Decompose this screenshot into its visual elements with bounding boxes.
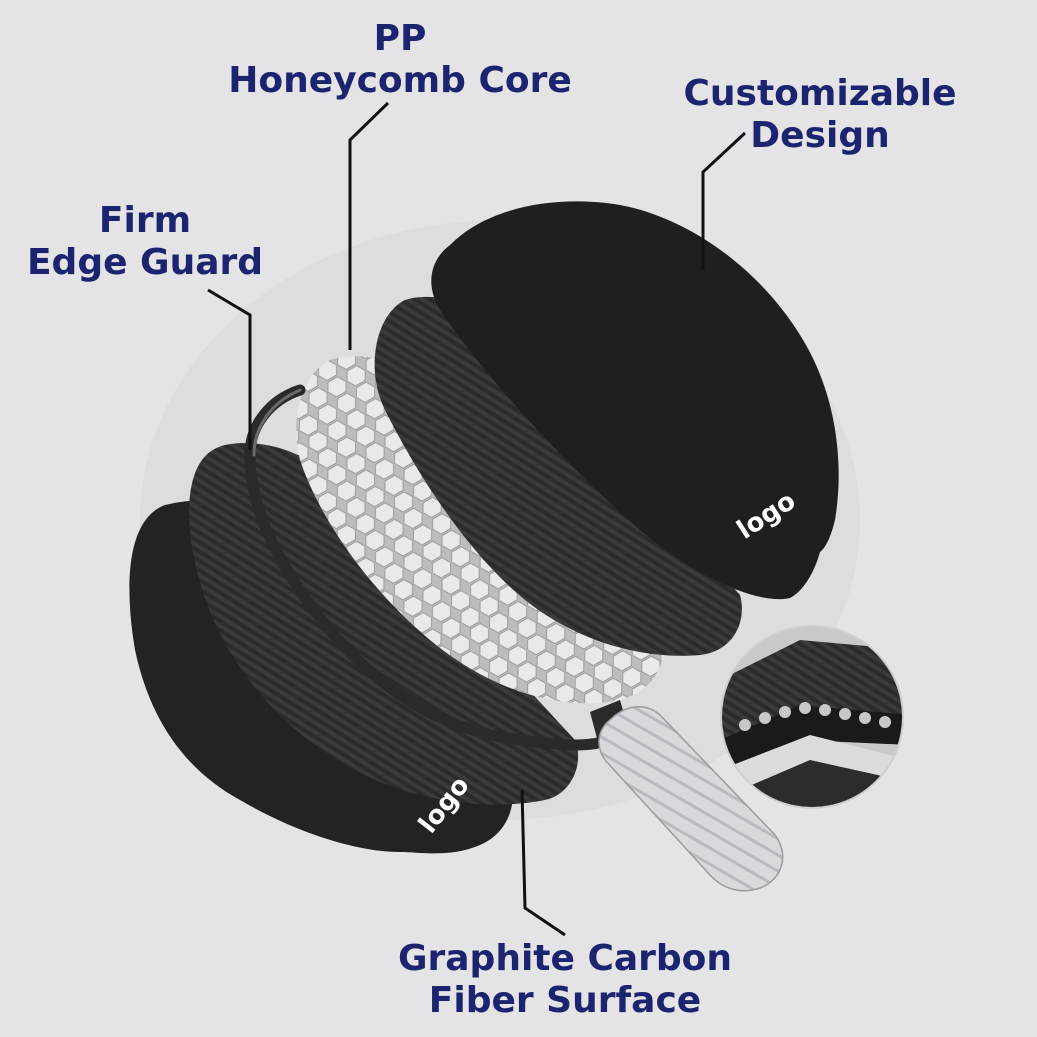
core-leader-line — [348, 101, 390, 350]
edge-guard-frame-inner — [252, 388, 302, 457]
label-design-line2: Design — [750, 115, 890, 156]
label-core-line1: PP — [373, 18, 427, 59]
label-customizable-design: Customizable Design — [660, 73, 980, 157]
edge-leader-line — [207, 288, 252, 450]
bottom-carbon-layer — [189, 443, 579, 805]
label-design-line1: Customizable — [683, 73, 957, 114]
label-carbon-surface: Graphite Carbon Fiber Surface — [385, 938, 745, 1022]
paddle-handle — [590, 700, 784, 892]
label-core-line2: Honeycomb Core — [228, 60, 572, 101]
label-surface-line1: Graphite Carbon — [397, 938, 733, 979]
label-edge-guard: Firm Edge Guard — [10, 200, 280, 284]
surface-leader-line — [520, 789, 566, 937]
grip-wrap — [598, 706, 784, 892]
design-leader-line — [701, 131, 747, 270]
label-surface-line2: Fiber Surface — [428, 980, 702, 1021]
label-honeycomb-core: PP Honeycomb Core — [215, 18, 585, 102]
label-edge-line2: Edge Guard — [26, 242, 264, 283]
top-surface-panel — [431, 201, 839, 600]
label-edge-line1: Firm — [98, 200, 192, 241]
top-carbon-layer — [374, 296, 742, 656]
